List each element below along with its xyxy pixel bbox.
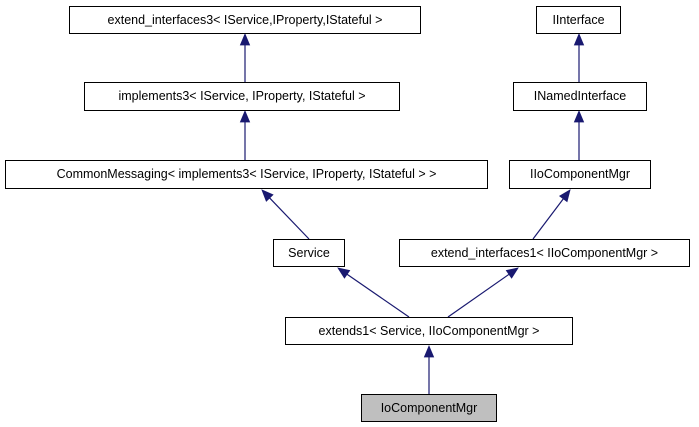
arrowhead-icon bbox=[261, 189, 274, 202]
arrowhead-icon bbox=[558, 189, 571, 203]
class-node-label: IoComponentMgr bbox=[380, 400, 478, 415]
class-node-label: implements3< IService, IProperty, IState… bbox=[118, 89, 366, 104]
class-node-label: extend_interfaces3< IService,IProperty,I… bbox=[107, 12, 383, 27]
class-node-label: extend_interfaces1< IIoComponentMgr > bbox=[430, 245, 659, 260]
class-node-extend_interfaces3[interactable]: extend_interfaces3< IService,IProperty,I… bbox=[69, 6, 421, 34]
arrowhead-icon bbox=[337, 267, 351, 279]
inheritance-edge bbox=[573, 32, 585, 82]
class-node-label: INamedInterface bbox=[533, 89, 627, 104]
class-node-iiocomponentmgr[interactable]: IIoComponentMgr bbox=[509, 160, 651, 189]
inheritance-edge bbox=[239, 109, 251, 160]
arrowhead-icon bbox=[505, 267, 519, 279]
class-node-label: CommonMessaging< implements3< IService, … bbox=[56, 167, 437, 182]
class-node-iinterface[interactable]: IInterface bbox=[536, 6, 621, 34]
class-node-service[interactable]: Service bbox=[273, 239, 345, 267]
class-node-extends1[interactable]: extends1< Service, IIoComponentMgr > bbox=[285, 317, 573, 345]
arrowhead-icon bbox=[423, 344, 435, 358]
class-node-label: Service bbox=[288, 245, 330, 260]
inheritance-edge bbox=[447, 267, 519, 318]
inheritance-edge bbox=[261, 189, 310, 240]
class-node-extend_interfaces1[interactable]: extend_interfaces1< IIoComponentMgr > bbox=[399, 239, 690, 267]
class-node-implements3[interactable]: implements3< IService, IProperty, IState… bbox=[84, 82, 400, 111]
inheritance-edge bbox=[239, 32, 251, 82]
inheritance-edge bbox=[573, 109, 585, 160]
arrowhead-icon bbox=[573, 32, 585, 46]
class-node-iocomponentmgr[interactable]: IoComponentMgr bbox=[361, 394, 497, 422]
class-node-label: IIoComponentMgr bbox=[529, 167, 631, 182]
class-node-commonmessaging[interactable]: CommonMessaging< implements3< IService, … bbox=[5, 160, 488, 189]
class-node-label: extends1< Service, IIoComponentMgr > bbox=[318, 323, 540, 338]
arrowhead-icon bbox=[573, 109, 585, 123]
inheritance-edge bbox=[423, 344, 435, 394]
class-node-inamedinterface[interactable]: INamedInterface bbox=[513, 82, 647, 111]
arrowhead-icon bbox=[239, 32, 251, 46]
class-node-label: IInterface bbox=[552, 12, 605, 27]
inheritance-edge bbox=[532, 189, 571, 240]
inheritance-edge bbox=[337, 267, 410, 318]
arrowhead-icon bbox=[239, 109, 251, 123]
